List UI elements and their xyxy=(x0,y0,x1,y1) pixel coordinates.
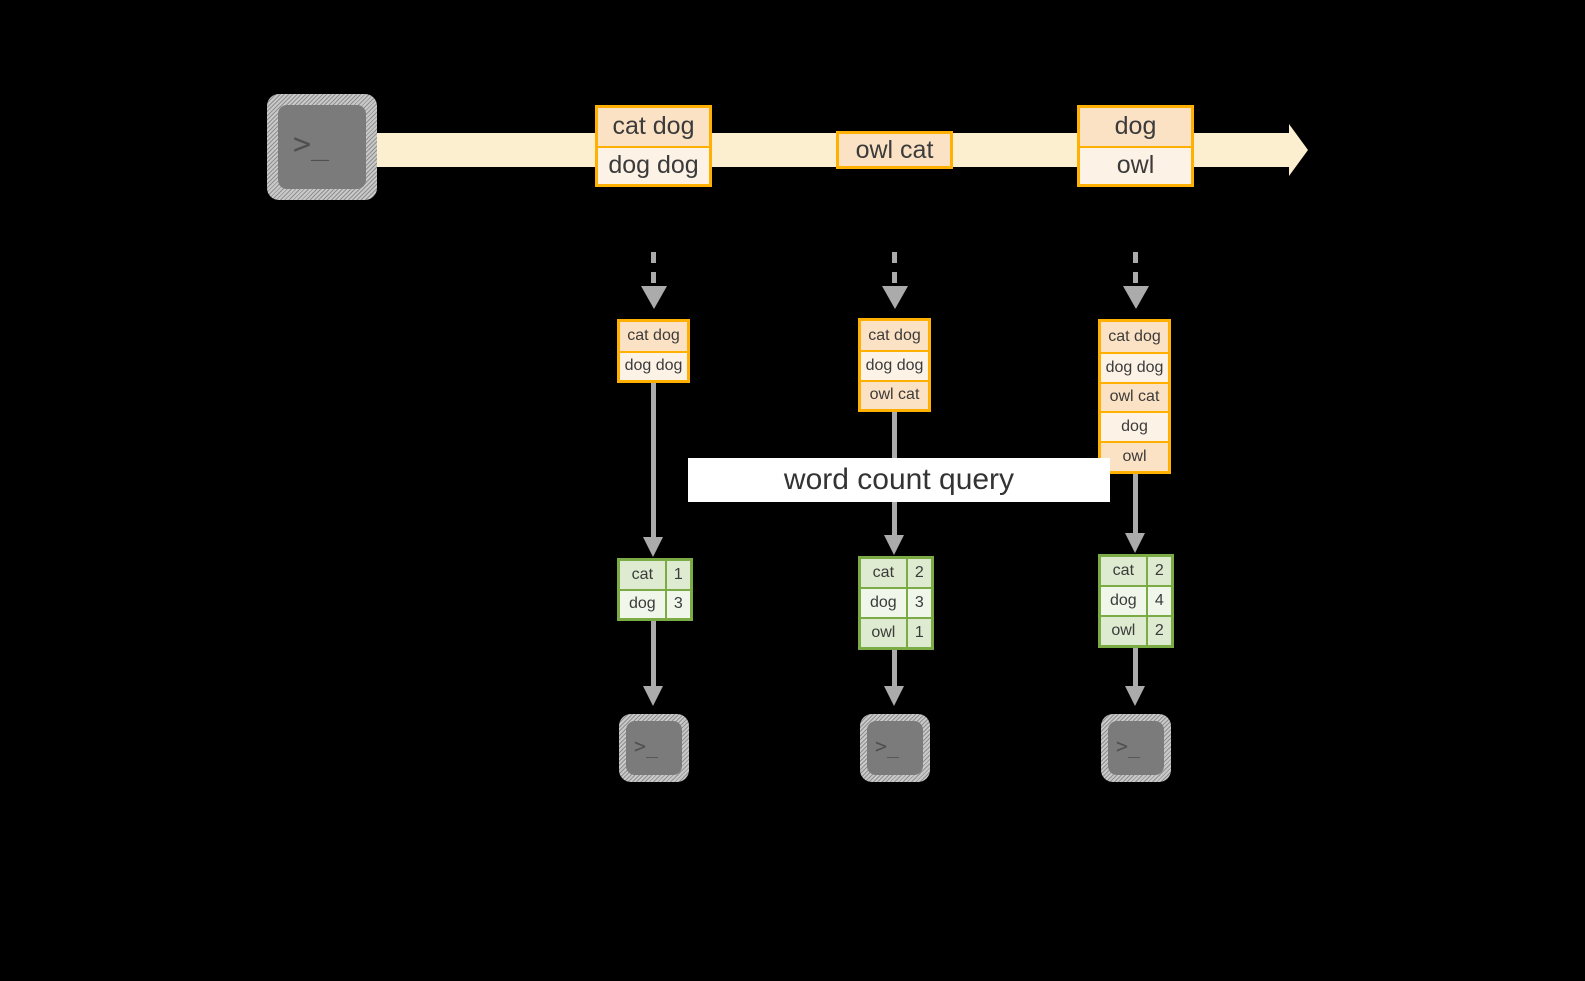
snapshot-trigger-line-2 xyxy=(892,252,897,288)
snapshot-record-line: dog dog xyxy=(1101,351,1168,382)
result-row: dog 3 xyxy=(620,588,690,618)
query-label-banner: word count query xyxy=(688,458,1110,502)
result-word: dog xyxy=(1101,587,1146,615)
sink-line-2 xyxy=(892,650,897,686)
snapshot-trigger-line-3 xyxy=(1133,252,1138,288)
terminal-body xyxy=(1108,721,1164,775)
result-row: dog 3 xyxy=(861,587,931,617)
query-line-1 xyxy=(651,383,656,537)
result-count: 1 xyxy=(664,561,690,589)
terminal-prompt-icon: >_ xyxy=(1116,734,1141,758)
snapshot-trigger-line-1 xyxy=(651,252,656,288)
snapshot-trigger-arrowhead-3 xyxy=(1123,286,1149,309)
result-word: owl xyxy=(861,619,906,647)
terminal-body xyxy=(626,721,682,775)
result-row: owl 1 xyxy=(861,617,931,647)
snapshot-record-line: owl cat xyxy=(861,379,928,409)
snapshot-record-line: dog dog xyxy=(620,350,687,380)
terminal-prompt-icon: >_ xyxy=(875,734,900,758)
query-arrowhead-3 xyxy=(1125,533,1145,553)
sink-arrowhead-1 xyxy=(643,686,663,706)
result-count: 2 xyxy=(1145,617,1171,645)
result-count: 3 xyxy=(905,589,931,617)
source-terminal[interactable]: >_ xyxy=(267,94,377,200)
stream-record-1[interactable]: cat dog dog dog xyxy=(595,105,712,187)
result-count: 2 xyxy=(905,559,931,587)
result-word: dog xyxy=(861,589,906,617)
query-line-3 xyxy=(1133,474,1138,533)
result-row: dog 4 xyxy=(1101,585,1171,615)
terminal-prompt-icon: >_ xyxy=(293,127,330,162)
result-row: cat 1 xyxy=(620,561,690,589)
snapshot-record-line: owl cat xyxy=(1101,381,1168,412)
sink-arrowhead-2 xyxy=(884,686,904,706)
stream-record-3[interactable]: dog owl xyxy=(1077,105,1194,187)
result-word: owl xyxy=(1101,617,1146,645)
stream-record-2[interactable]: owl cat xyxy=(836,131,953,169)
result-row: owl 2 xyxy=(1101,615,1171,645)
stream-record-line: cat dog xyxy=(598,108,709,146)
snapshot-record-line: owl xyxy=(1101,441,1168,471)
snapshot-1-result-table[interactable]: cat 1 dog 3 xyxy=(617,558,693,621)
result-count: 1 xyxy=(905,619,931,647)
snapshot-record-line: dog xyxy=(1101,411,1168,442)
stream-arrowhead xyxy=(1289,124,1308,176)
snapshot-record-line: dog dog xyxy=(861,350,928,380)
snapshot-2-records[interactable]: cat dog dog dog owl cat xyxy=(858,318,931,412)
result-row: cat 2 xyxy=(1101,557,1171,585)
query-arrowhead-2 xyxy=(884,535,904,555)
snapshot-record-line: cat dog xyxy=(861,321,928,351)
snapshot-trigger-arrowhead-2 xyxy=(882,286,908,309)
snapshot-3-result-table[interactable]: cat 2 dog 4 owl 2 xyxy=(1098,554,1174,648)
sink-terminal-3[interactable]: >_ xyxy=(1101,714,1171,782)
query-arrowhead-1 xyxy=(643,537,663,557)
snapshot-3-records[interactable]: cat dog dog dog owl cat dog owl xyxy=(1098,319,1171,474)
stream-record-line: owl xyxy=(1080,145,1191,184)
sink-terminal-2[interactable]: >_ xyxy=(860,714,930,782)
sink-line-3 xyxy=(1133,648,1138,686)
stream-record-line: dog dog xyxy=(598,145,709,184)
terminal-prompt-icon: >_ xyxy=(634,734,659,758)
result-word: dog xyxy=(620,590,665,618)
result-row: cat 2 xyxy=(861,559,931,587)
terminal-body xyxy=(278,105,366,189)
stream-record-line: owl cat xyxy=(839,134,950,166)
result-count: 3 xyxy=(664,590,690,618)
result-word: cat xyxy=(620,561,665,589)
sink-arrowhead-3 xyxy=(1125,686,1145,706)
result-word: cat xyxy=(861,559,906,587)
stream-record-line: dog xyxy=(1080,108,1191,146)
result-word: cat xyxy=(1101,557,1146,585)
result-count: 2 xyxy=(1145,557,1171,585)
sink-line-1 xyxy=(651,621,656,686)
sink-terminal-1[interactable]: >_ xyxy=(619,714,689,782)
snapshot-record-line: cat dog xyxy=(1101,322,1168,352)
snapshot-2-result-table[interactable]: cat 2 dog 3 owl 1 xyxy=(858,556,934,650)
result-count: 4 xyxy=(1145,587,1171,615)
snapshot-1-records[interactable]: cat dog dog dog xyxy=(617,319,690,383)
terminal-body xyxy=(867,721,923,775)
snapshot-trigger-arrowhead-1 xyxy=(641,286,667,309)
snapshot-record-line: cat dog xyxy=(620,322,687,351)
